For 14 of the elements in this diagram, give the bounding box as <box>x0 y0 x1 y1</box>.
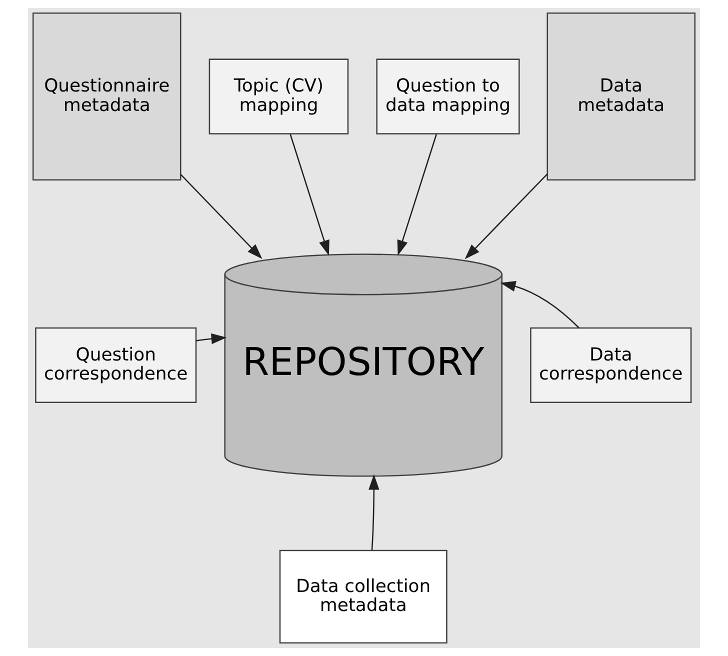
node-box: Data metadata <box>546 12 696 181</box>
arrow <box>196 333 227 344</box>
node-box: Data correspondence <box>530 327 692 404</box>
arrow <box>500 281 580 328</box>
arrow <box>290 134 330 256</box>
arrow <box>464 174 548 260</box>
node-box: Questionnaire metadata <box>32 12 182 181</box>
arrow <box>180 174 262 260</box>
node-box: Topic (CV) mapping <box>208 58 349 134</box>
arrow <box>397 134 438 256</box>
arrow <box>368 474 380 550</box>
node-box: Question to data mapping <box>376 58 520 134</box>
node-box: Question correspondence <box>35 327 197 404</box>
node-box: Data collection metadata <box>279 550 448 644</box>
